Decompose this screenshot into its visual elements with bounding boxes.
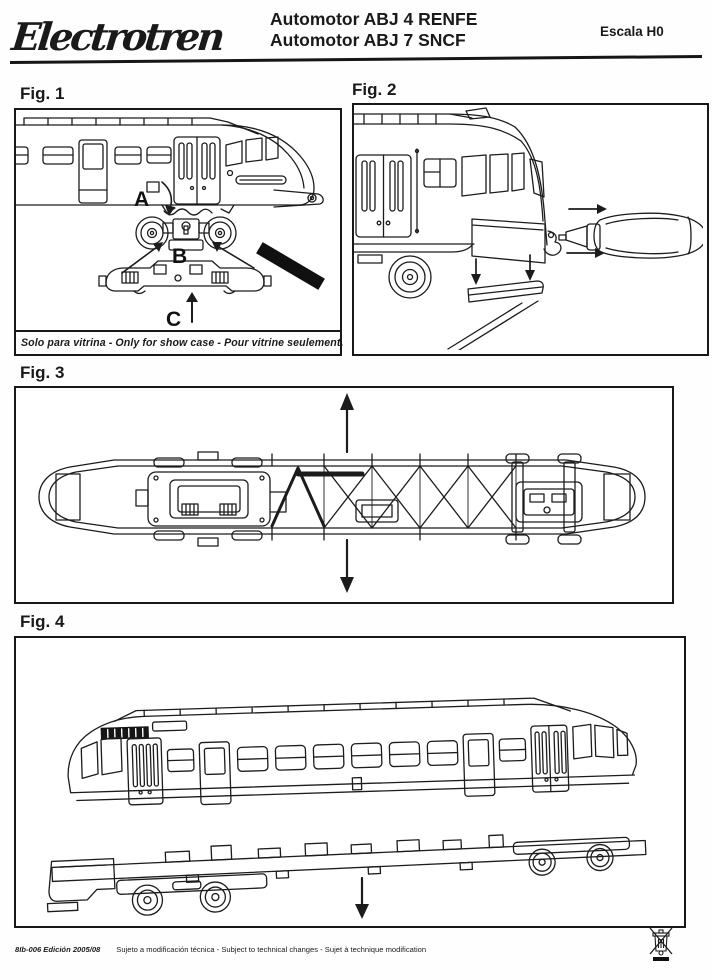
fig1-tool-bar bbox=[256, 242, 325, 290]
fig4-panel bbox=[14, 636, 686, 928]
model-title-line2: Automotor ABJ 7 SNCF bbox=[270, 30, 466, 50]
footer: 8Ib-006 Edición 2005/08 Sujeto a modifica… bbox=[15, 945, 426, 954]
fig3-truss bbox=[270, 465, 517, 529]
fig3-label: Fig. 3 bbox=[20, 363, 65, 382]
weee-crossed-bin-icon bbox=[649, 927, 673, 961]
fig4-drawing bbox=[46, 697, 647, 919]
fig3-trailer-bogie bbox=[505, 453, 583, 545]
fig2-windshield bbox=[514, 126, 548, 246]
fig1-roof-rack bbox=[23, 117, 259, 135]
fig4-car-body bbox=[67, 697, 637, 806]
fig1-panel: A B C Solo para vitrina - Only for show … bbox=[14, 108, 343, 356]
fig1-callout-b: B bbox=[172, 245, 187, 268]
fig2-ramp bbox=[447, 300, 539, 350]
brand-logo: Electrotren bbox=[9, 14, 225, 59]
fig1-bogie-frame bbox=[98, 260, 272, 295]
fig3-panel bbox=[14, 386, 674, 604]
fig1-arrow-left bbox=[121, 246, 158, 274]
fig4-chassis bbox=[46, 834, 647, 916]
model-title: Automotor ABJ 4 RENFE Automotor ABJ 7 SN… bbox=[270, 9, 477, 51]
fig1-car-body bbox=[16, 124, 315, 206]
fig3-motor-bogie bbox=[135, 451, 287, 547]
fig1-callout-c: C bbox=[166, 308, 181, 328]
fig1-drawing: A B C bbox=[16, 117, 325, 328]
model-title-line1: Automotor ABJ 4 RENFE bbox=[270, 9, 478, 29]
fig4-label: Fig. 4 bbox=[20, 612, 65, 631]
fig2-coupling-pocket bbox=[471, 218, 546, 264]
fig2-screwdriver bbox=[558, 212, 703, 259]
fig3-chassis-outline bbox=[38, 453, 646, 541]
scale-label: Escala H0 bbox=[600, 24, 664, 39]
fig1-nose-skirt bbox=[273, 189, 324, 208]
disclaimer-text: Sujeto a modificación técnica - Subject … bbox=[116, 945, 427, 954]
fig3-drawing bbox=[38, 393, 646, 593]
fig2-drawing bbox=[354, 107, 703, 350]
fig2-skirt-panel bbox=[467, 280, 544, 303]
edition-code: 8Ib-006 Edición 2005/08 bbox=[15, 945, 101, 954]
fig1-callout-a: A bbox=[134, 188, 149, 211]
fig2-label: Fig. 2 bbox=[352, 80, 397, 99]
fig2-panel bbox=[352, 103, 709, 356]
fig1-label: Fig. 1 bbox=[20, 84, 65, 103]
fig1-caption: Solo para vitrina - Only for show case -… bbox=[16, 330, 343, 354]
fig1-arrow-right bbox=[218, 246, 255, 269]
